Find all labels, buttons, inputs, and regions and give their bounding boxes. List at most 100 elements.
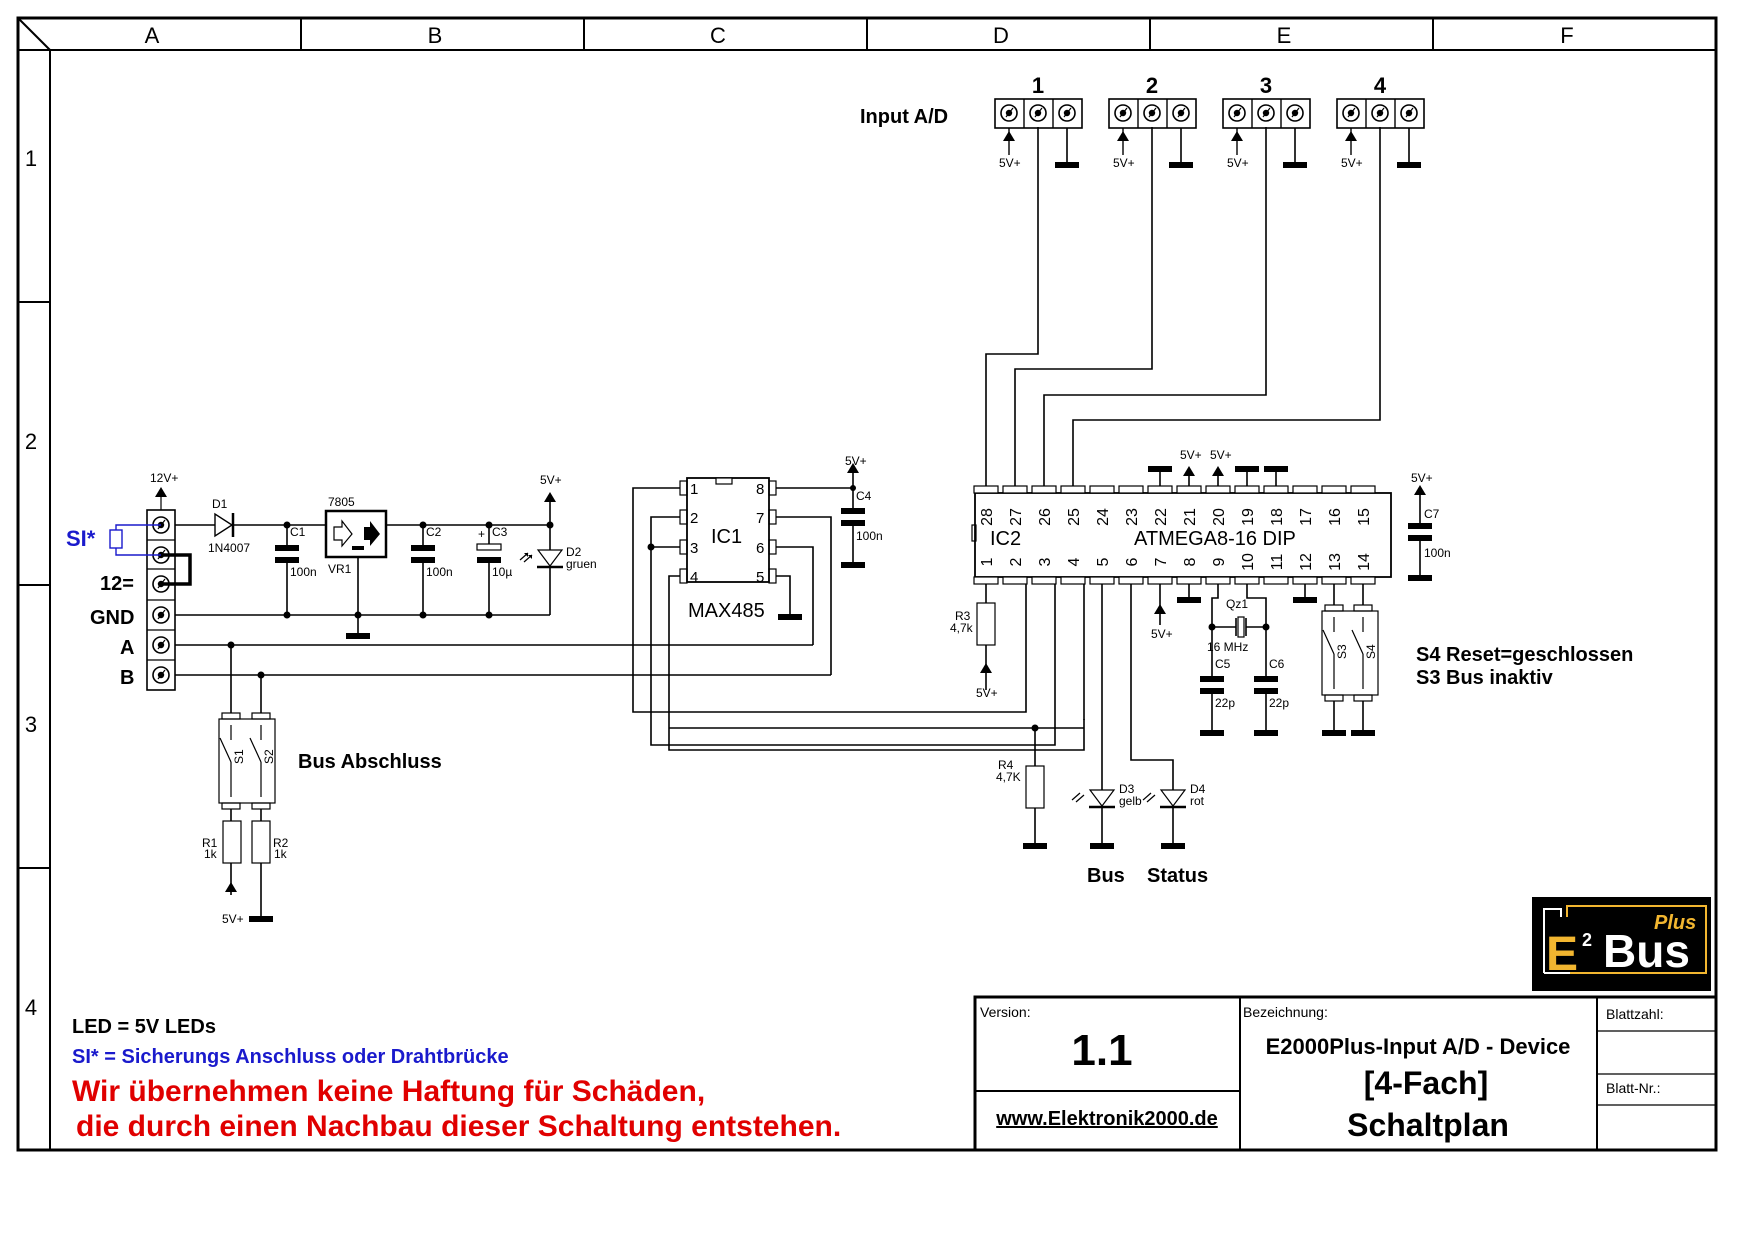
ic2-pin-number: 25 [1066, 508, 1083, 526]
ic1-pin: 2 [690, 510, 698, 527]
bus-termination-switch[interactable] [218, 645, 276, 810]
d1-value: 1N4007 [208, 541, 250, 555]
bus-abschluss-label: Bus Abschluss [298, 751, 442, 773]
title-line-1: E2000Plus-Input A/D - Device [1266, 1034, 1571, 1059]
arrow-5v-icon [544, 492, 556, 502]
d4-value: rot [1190, 794, 1205, 808]
ground-icon [346, 633, 370, 639]
ic2-pin-number: 3 [1037, 557, 1054, 566]
regulator-vr1 [324, 509, 388, 559]
label-12v: 12V+ [150, 471, 178, 485]
version-value: 1.1 [1071, 1026, 1132, 1075]
ic2-pin-number: 22 [1153, 508, 1170, 526]
ground-icon [1055, 162, 1079, 168]
r3-name: R3 [955, 609, 971, 623]
col-label: F [1560, 23, 1573, 48]
junctions-power [283, 521, 554, 619]
led-status-label: Status [1147, 865, 1208, 887]
input-connector-4[interactable]: 45V+ [1336, 73, 1425, 170]
disclaimer-line-1: Wir übernehmen keine Haftung für Schäden… [72, 1075, 705, 1108]
col-label: E [1277, 23, 1292, 48]
c6-name: C6 [1269, 657, 1285, 671]
logo-plus: Plus [1654, 912, 1696, 934]
ic2-pin-number: 12 [1298, 553, 1315, 571]
input-connector-1[interactable]: 1 5V+ [994, 73, 1083, 170]
col-label: C [710, 23, 726, 48]
c3-name: C3 [492, 525, 508, 539]
col-label: D [993, 23, 1009, 48]
ic2-atmega8 [971, 492, 1392, 578]
pin20-supply: 5V+ [1210, 448, 1232, 462]
ic1-pin: 6 [756, 540, 764, 557]
arrow-5v-icon [1231, 131, 1243, 141]
ic2-pin-number: 24 [1095, 508, 1112, 526]
disclaimer-line-2: die durch einen Nachbau dieser Schaltung… [76, 1110, 841, 1143]
blattzahl-label: Blattzahl: [1606, 1006, 1664, 1022]
row-label: 4 [25, 995, 37, 1020]
ic1-pin: 4 [690, 569, 698, 586]
vr1-type: 7805 [328, 495, 355, 509]
c3-value: 10µ [492, 565, 512, 579]
pin7-supply: 5V+ [1151, 627, 1173, 641]
connector-number: 2 [1146, 73, 1158, 98]
s2-label: S2 [262, 749, 276, 764]
c4-name: C4 [856, 489, 872, 503]
d3-name: D3 [1119, 782, 1135, 796]
col-label: A [145, 23, 160, 48]
ic2-pin-number: 6 [1124, 557, 1141, 566]
arrow-5v-icon [1003, 131, 1015, 141]
d3-value: gelb [1119, 794, 1142, 808]
capacitor-c4 [841, 463, 865, 568]
ic1-pin: 5 [756, 569, 764, 586]
ic2-pin-number: 5 [1095, 557, 1112, 566]
blattnr-label: Blatt-Nr.: [1606, 1080, 1660, 1096]
power-terminal-block[interactable] [146, 509, 176, 691]
arrow-5v-icon [1117, 131, 1129, 141]
input-wires [985, 127, 1381, 486]
ic2-pin-number: 27 [1008, 508, 1025, 526]
terminal-a-label: A [120, 637, 134, 659]
c5-value: 22p [1215, 696, 1235, 710]
website-link[interactable]: www.Elektronik2000.de [995, 1108, 1218, 1130]
drawing-frame [16, 16, 1718, 1152]
ic1-pin: 7 [756, 510, 764, 527]
qz1-value: 16 MHz [1207, 640, 1248, 654]
ground-icon [1397, 162, 1421, 168]
version-label: Version: [980, 1004, 1031, 1020]
c5-name: C5 [1215, 657, 1231, 671]
ic2-pin-number: 10 [1240, 553, 1257, 571]
ic2-pin-number: 17 [1298, 508, 1315, 526]
ic1-name: IC1 [711, 526, 742, 548]
s1-label: S1 [232, 749, 246, 764]
ic1-pin: 3 [690, 540, 698, 557]
connector-number: 1 [1032, 73, 1044, 98]
r4-name: R4 [998, 758, 1014, 772]
r3-value: 4,7k [950, 621, 974, 635]
si-label: SI* [66, 526, 96, 551]
label-5v: 5V+ [540, 473, 562, 487]
e2bus-plus-logo: E 2 Bus Plus [1532, 897, 1711, 991]
logo-sup: 2 [1582, 930, 1592, 950]
capacitor-c7 [1408, 485, 1432, 581]
ic2-bottom-connections [669, 584, 1379, 849]
resistors-r1-r2 [222, 809, 273, 922]
ic1-wires [632, 487, 1085, 751]
ic1-pin: 8 [756, 481, 764, 498]
ic2-pin-number: 9 [1211, 557, 1228, 566]
supply-label: 5V+ [999, 156, 1021, 170]
terminal-12-label: 12= [100, 573, 134, 595]
ic2-pin-number: 19 [1240, 508, 1257, 526]
input-connector-2[interactable]: 25V+ [1108, 73, 1197, 170]
c7-name: C7 [1424, 507, 1440, 521]
arrow-12v-icon [155, 487, 167, 497]
s4-label: S4 [1364, 644, 1378, 659]
ic2-pin-number: 23 [1124, 508, 1141, 526]
connector-number: 3 [1260, 73, 1272, 98]
ic2-pin-number: 7 [1153, 557, 1170, 566]
note-led: LED = 5V LEDs [72, 1016, 216, 1038]
pin21-supply: 5V+ [1180, 448, 1202, 462]
ic2-type: ATMEGA8-16 DIP [1134, 528, 1296, 550]
s3-label: S3 [1335, 644, 1349, 659]
input-connector-3[interactable]: 35V+ [1222, 73, 1311, 170]
qz1-name: Qz1 [1226, 597, 1248, 611]
